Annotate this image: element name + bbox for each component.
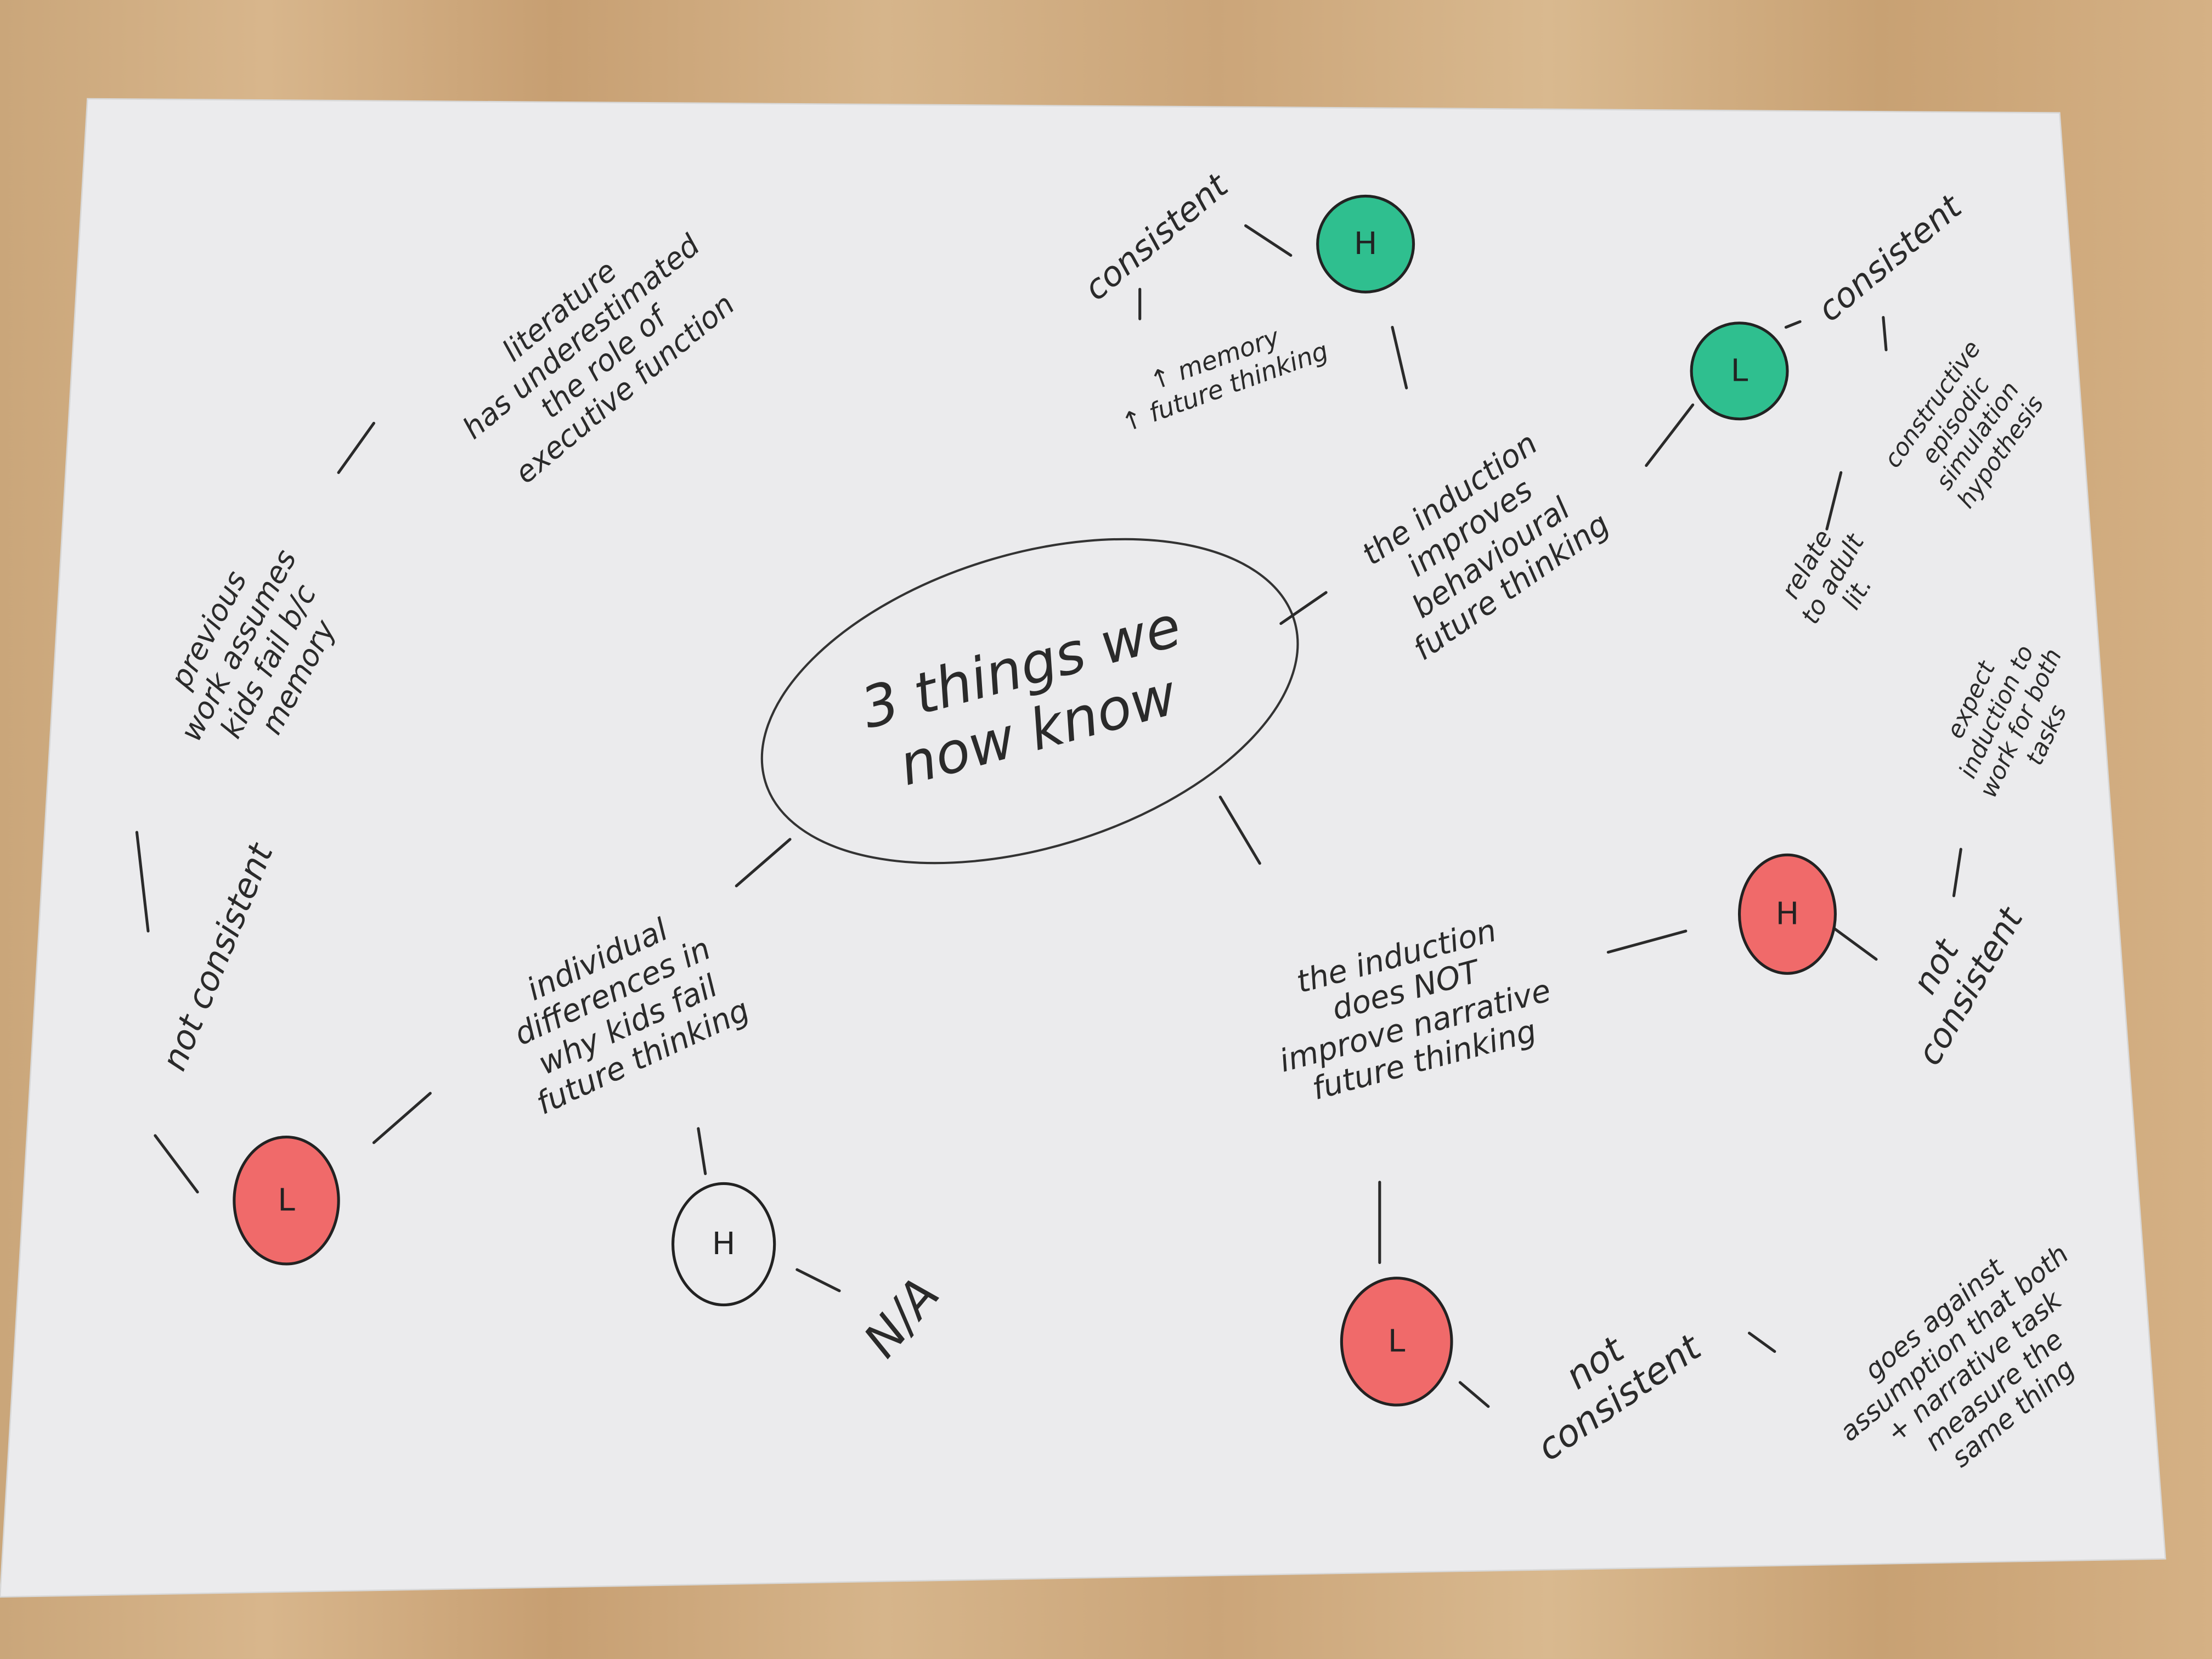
node-label: H [712,1226,736,1262]
node-label: L [278,1183,295,1218]
red-l-bottom-node: L [1340,1277,1453,1407]
node-label: H [1353,226,1378,262]
center-ellipse [760,538,1299,865]
connector-lines [135,224,1962,1408]
paper-sheet [0,98,2166,1598]
node-label: H [1775,896,1799,932]
green-l-node: L [1690,321,1789,421]
red-h-node: H [1737,853,1837,975]
node-label: L [1730,353,1748,389]
red-l-left-node: L [233,1135,340,1266]
green-h-node: H [1316,194,1415,294]
plain-h-node: H [671,1182,776,1307]
node-label: L [1387,1324,1406,1359]
